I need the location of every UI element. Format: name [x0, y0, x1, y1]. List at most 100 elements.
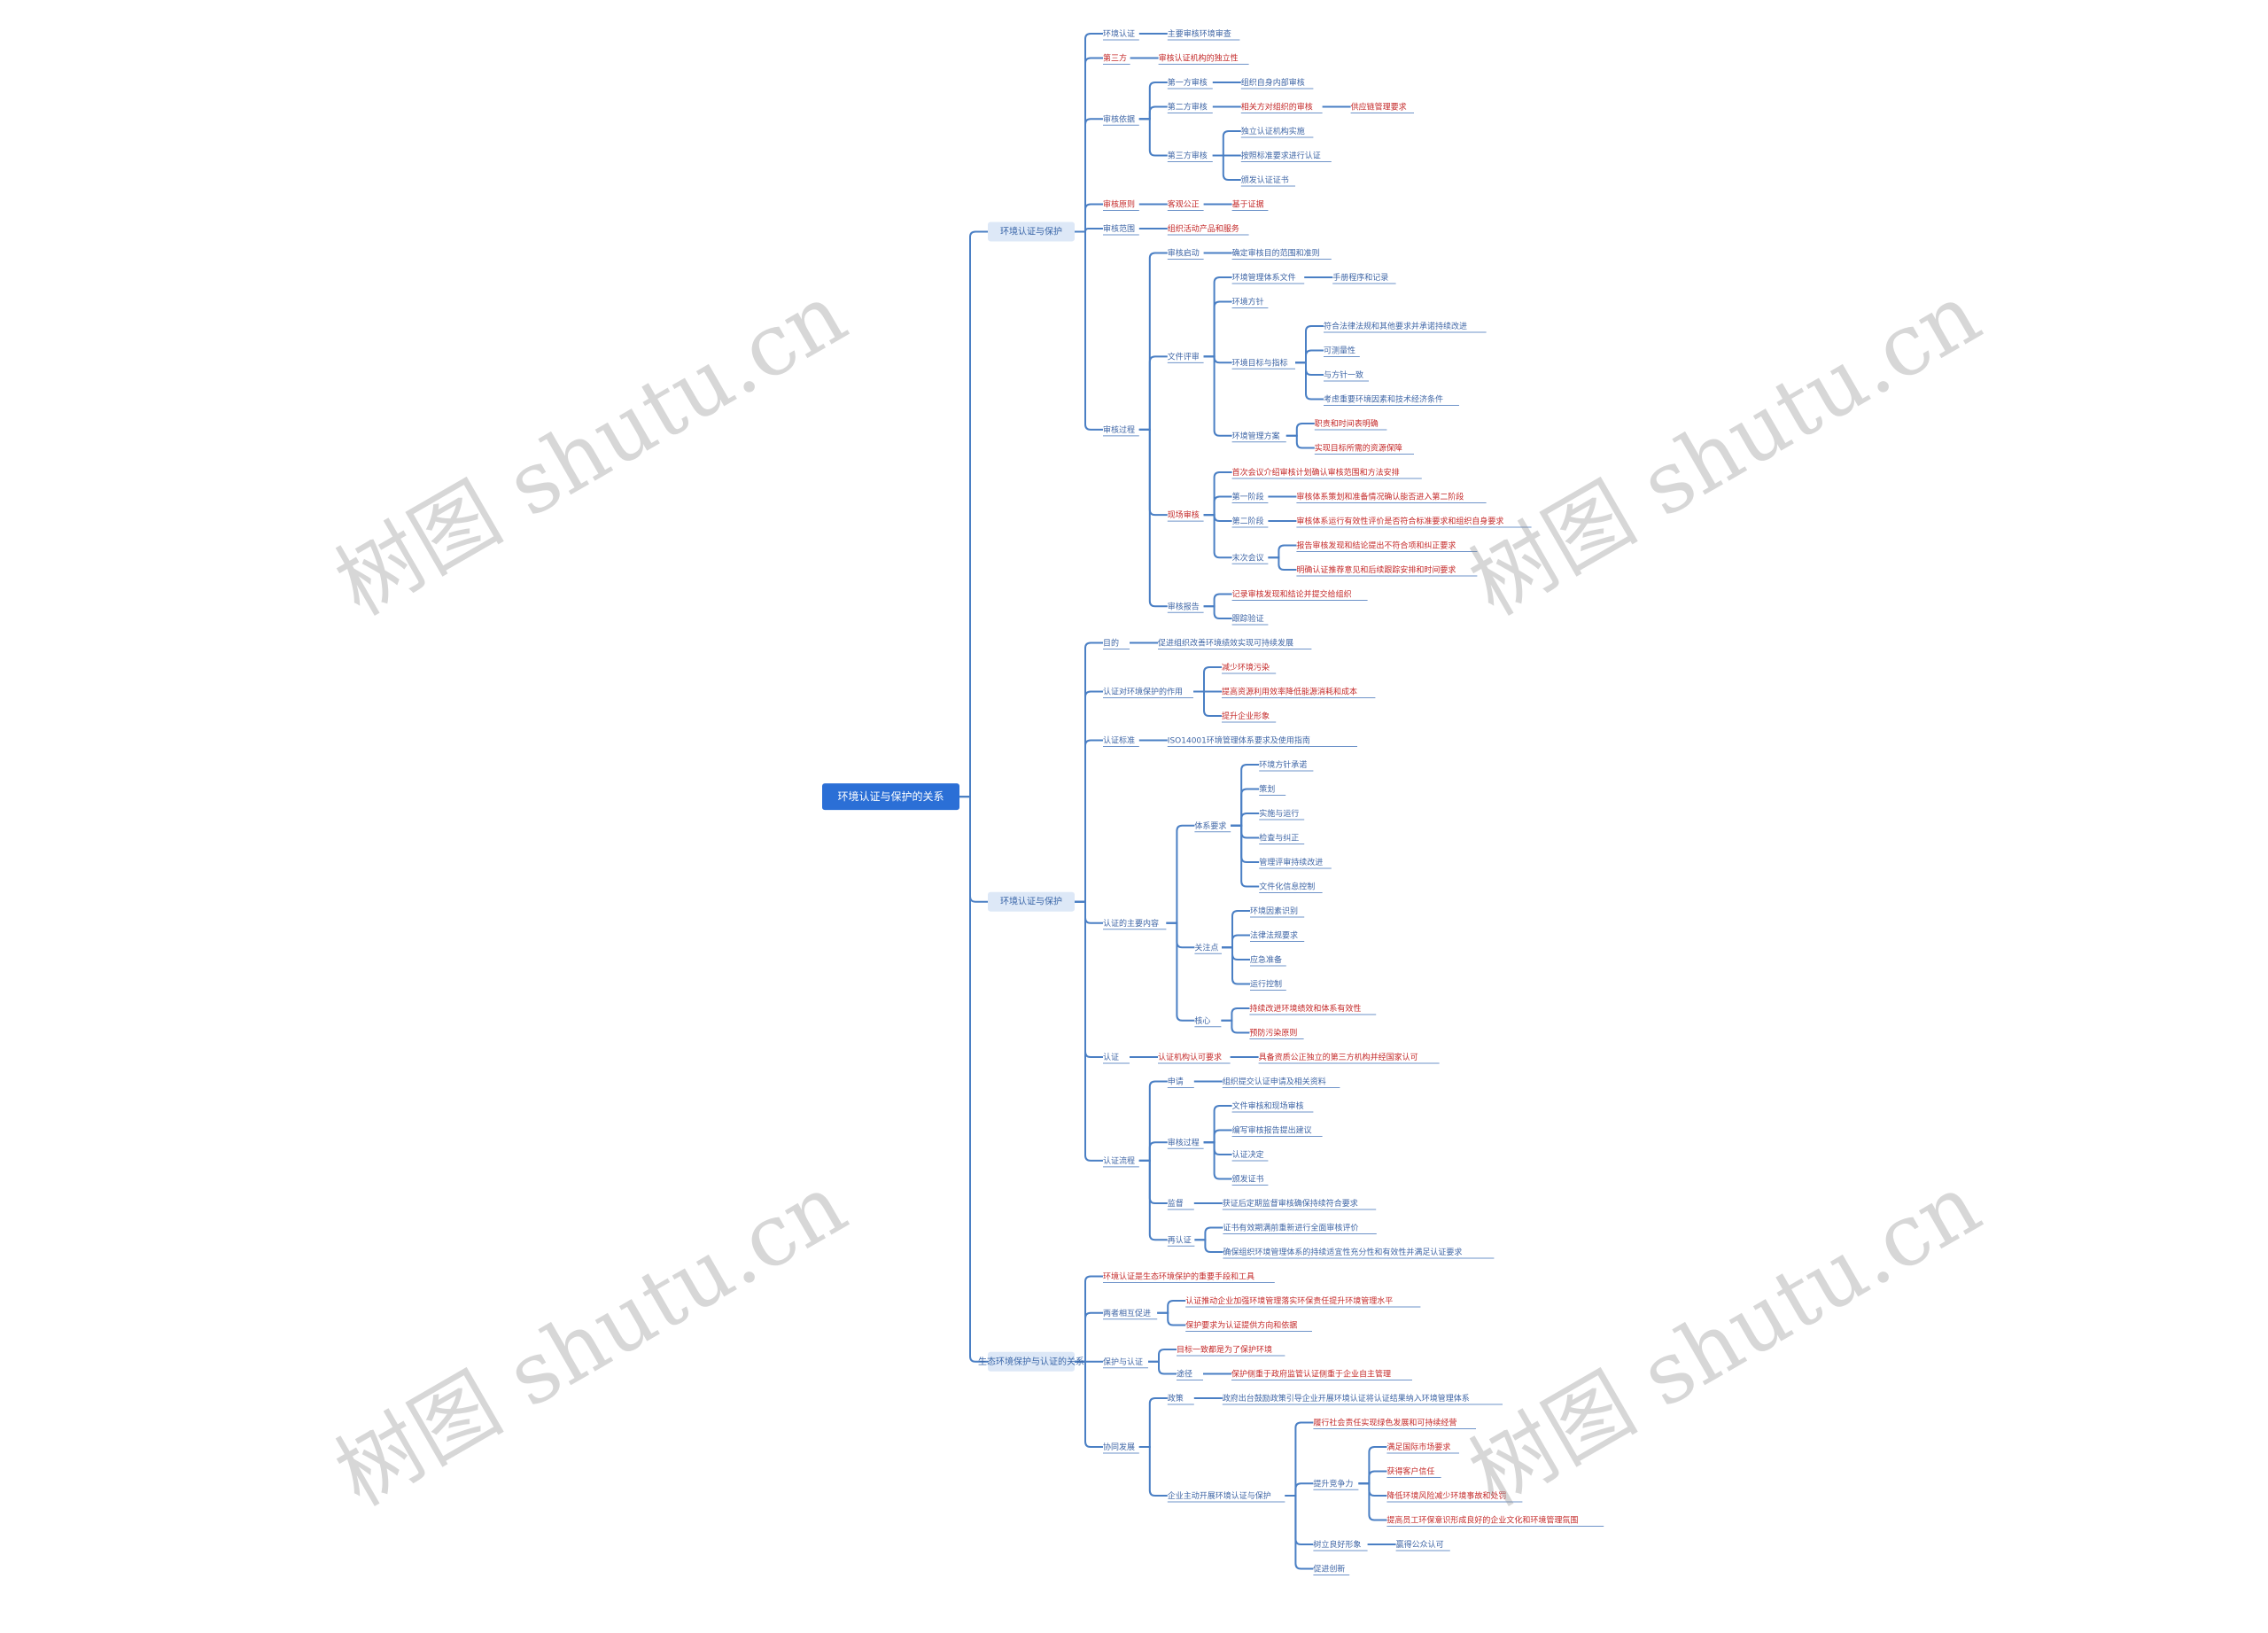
topic-node[interactable]: 降低环境风险减少环境事故和处罚 — [1386, 1490, 1523, 1503]
topic-node[interactable]: 第二阶段 — [1231, 516, 1269, 528]
topic-node[interactable]: 申请 — [1167, 1077, 1194, 1088]
topic-node[interactable]: 手册程序和记录 — [1332, 272, 1396, 284]
topic-node[interactable]: 审核认证机构的独立性 — [1158, 53, 1249, 65]
topic-node[interactable]: 审核依据 — [1103, 113, 1139, 126]
topic-node[interactable]: 检查与纠正 — [1259, 833, 1305, 844]
topic-node[interactable]: 基于证据 — [1231, 199, 1269, 211]
topic-node[interactable]: 运行控制 — [1250, 979, 1286, 991]
topic-node[interactable]: 文件评审 — [1167, 351, 1204, 363]
branch-node[interactable]: 环境认证与保护 — [988, 222, 1075, 242]
topic-node[interactable]: 持续改进环境绩效和体系有效性 — [1249, 1003, 1377, 1015]
topic-node[interactable]: 认证 — [1103, 1052, 1130, 1064]
topic-node[interactable]: 两者相互促进 — [1103, 1308, 1158, 1320]
topic-node[interactable]: 获得客户信任 — [1386, 1466, 1441, 1478]
topic-node[interactable]: 确定审核目的范围和准则 — [1231, 248, 1332, 260]
topic-node[interactable]: 职责和时间表明确 — [1314, 418, 1387, 431]
topic-node[interactable]: 预防污染原则 — [1249, 1028, 1304, 1039]
root-node[interactable]: 环境认证与保护的关系 — [822, 783, 959, 811]
topic-node[interactable]: 政府出台鼓励政策引导企业开展环境认证将认证结果纳入环境管理体系 — [1222, 1393, 1503, 1405]
topic-node[interactable]: 可测量性 — [1324, 346, 1360, 357]
topic-node[interactable]: 相关方对组织的审核 — [1240, 102, 1323, 113]
topic-node[interactable]: 监督 — [1167, 1198, 1194, 1210]
topic-node[interactable]: 认证标准 — [1103, 735, 1139, 747]
topic-node[interactable]: 独立认证机构实施 — [1240, 126, 1314, 138]
topic-node[interactable]: 审核体系策划和准备情况确认能否进入第二阶段 — [1296, 492, 1487, 503]
topic-node[interactable]: 审核报告 — [1167, 601, 1204, 613]
topic-node[interactable]: 报告审核发现和结论提出不符合项和纠正要求 — [1296, 540, 1478, 552]
topic-node[interactable]: 获证后定期监督审核确保持续符合要求 — [1222, 1198, 1377, 1210]
topic-node[interactable]: 认证决定 — [1231, 1149, 1269, 1162]
topic-node[interactable]: 关注点 — [1194, 942, 1222, 954]
topic-node[interactable]: 与方针一致 — [1324, 369, 1369, 382]
topic-node[interactable]: 第一方审核 — [1167, 77, 1213, 89]
topic-node[interactable]: 组织自身内部审核 — [1240, 77, 1314, 89]
topic-node[interactable]: 减少环境污染 — [1222, 662, 1277, 674]
topic-node[interactable]: 第一阶段 — [1231, 492, 1269, 503]
topic-node[interactable]: 证书有效期满前重新进行全面审核评价 — [1223, 1223, 1377, 1234]
topic-node[interactable]: 再认证 — [1167, 1234, 1195, 1247]
topic-node[interactable]: 考虑重要环境因素和技术经济条件 — [1324, 394, 1459, 406]
topic-node[interactable]: 促进创新 — [1313, 1564, 1350, 1575]
topic-node[interactable]: 按照标准要求进行认证 — [1240, 151, 1332, 162]
topic-node[interactable]: 提高员工环保意识形成良好的企业文化和环境管理氛围 — [1386, 1515, 1604, 1527]
topic-node[interactable]: 环境因素识别 — [1250, 906, 1305, 918]
topic-node[interactable]: 明确认证推荐意见和后续跟踪安排和时间要求 — [1296, 564, 1478, 577]
topic-node[interactable]: 环境管理方案 — [1231, 431, 1286, 443]
topic-node[interactable]: 履行社会责任实现绿色发展和可持续经营 — [1313, 1418, 1476, 1429]
topic-node[interactable]: 环境管理体系文件 — [1231, 272, 1305, 284]
topic-node[interactable]: 满足国际市场要求 — [1386, 1442, 1459, 1454]
topic-node[interactable]: ISO14001环境管理体系要求及使用指南 — [1167, 735, 1357, 747]
topic-node[interactable]: 文件化信息控制 — [1259, 882, 1323, 893]
topic-node[interactable]: 客观公正 — [1167, 199, 1204, 211]
topic-node[interactable]: 协同发展 — [1103, 1442, 1139, 1454]
topic-node[interactable]: 审核原则 — [1103, 199, 1139, 211]
topic-node[interactable]: 法律法规要求 — [1250, 930, 1305, 942]
topic-node[interactable]: 企业主动开展环境认证与保护 — [1167, 1490, 1285, 1503]
topic-node[interactable]: 环境方针承诺 — [1259, 759, 1314, 772]
topic-node[interactable]: 目标一致都是为了保护环境 — [1177, 1344, 1285, 1357]
branch-node[interactable]: 环境认证与保护 — [988, 891, 1075, 912]
topic-node[interactable]: 文件审核和现场审核 — [1231, 1100, 1314, 1113]
topic-node[interactable]: 记录审核发现和结论并提交给组织 — [1231, 589, 1368, 601]
topic-node[interactable]: 环境方针 — [1231, 297, 1269, 308]
topic-node[interactable]: 提高资源利用效率降低能源消耗和成本 — [1222, 687, 1376, 698]
topic-node[interactable]: 组织提交认证申请及相关资料 — [1222, 1077, 1340, 1088]
topic-node[interactable]: 体系要求 — [1194, 820, 1231, 833]
topic-node[interactable]: 认证机构认可要求 — [1158, 1052, 1231, 1064]
topic-node[interactable]: 认证的主要内容 — [1103, 918, 1167, 930]
topic-node[interactable]: 提升竞争力 — [1313, 1478, 1359, 1490]
topic-node[interactable]: 审核体系运行有效性评价是否符合标准要求和组织自身要求 — [1296, 516, 1532, 528]
topic-node[interactable]: 环境认证 — [1103, 28, 1139, 41]
topic-node[interactable]: 第三方审核 — [1167, 151, 1213, 162]
topic-node[interactable]: 确保组织环境管理体系的持续适宜性充分性和有效性并满足认证要求 — [1223, 1247, 1495, 1259]
topic-node[interactable]: 保护要求为认证提供方向和依据 — [1185, 1320, 1312, 1332]
topic-node[interactable]: 跟踪验证 — [1231, 613, 1269, 626]
topic-node[interactable]: 审核过程 — [1103, 424, 1139, 437]
branch-node[interactable]: 生态环境保护与认证的关系 — [978, 1351, 1084, 1372]
topic-node[interactable]: 赢得公众认可 — [1395, 1539, 1450, 1551]
topic-node[interactable]: 第三方 — [1103, 53, 1130, 65]
topic-node[interactable]: 审核范围 — [1103, 223, 1139, 236]
topic-node[interactable]: 核心 — [1194, 1015, 1222, 1028]
topic-node[interactable]: 现场审核 — [1167, 509, 1204, 522]
topic-node[interactable]: 保护侧重于政府监管认证侧重于企业自主管理 — [1231, 1369, 1412, 1380]
topic-node[interactable]: 实现目标所需的资源保障 — [1314, 443, 1414, 455]
topic-node[interactable]: 认证对环境保护的作用 — [1103, 687, 1193, 698]
topic-node[interactable]: 主要审核环境审查 — [1167, 28, 1240, 41]
topic-node[interactable]: 编写审核报告提出建议 — [1231, 1125, 1323, 1137]
topic-node[interactable]: 末次会议 — [1231, 552, 1269, 564]
topic-node[interactable]: 管理评审持续改进 — [1259, 857, 1332, 869]
topic-node[interactable]: 首次会议介绍审核计划确认审核范围和方法安排 — [1231, 467, 1422, 479]
topic-node[interactable]: 促进组织改善环境绩效实现可持续发展 — [1158, 638, 1312, 649]
topic-node[interactable]: 认证推动企业加强环境管理落实环保责任提升环境管理水平 — [1185, 1295, 1421, 1308]
topic-node[interactable]: 途径 — [1177, 1369, 1203, 1380]
topic-node[interactable]: 策划 — [1259, 784, 1286, 796]
topic-node[interactable]: 应急准备 — [1250, 954, 1286, 967]
topic-node[interactable]: 实施与运行 — [1259, 808, 1305, 820]
topic-node[interactable]: 具备资质公正独立的第三方机构并经国家认可 — [1258, 1052, 1440, 1064]
topic-node[interactable]: 目的 — [1103, 638, 1130, 649]
topic-node[interactable]: 保护与认证 — [1103, 1357, 1148, 1369]
topic-node[interactable]: 审核过程 — [1167, 1137, 1204, 1149]
topic-node[interactable]: 颁发证书 — [1231, 1174, 1269, 1186]
topic-node[interactable]: 树立良好形象 — [1313, 1539, 1368, 1551]
